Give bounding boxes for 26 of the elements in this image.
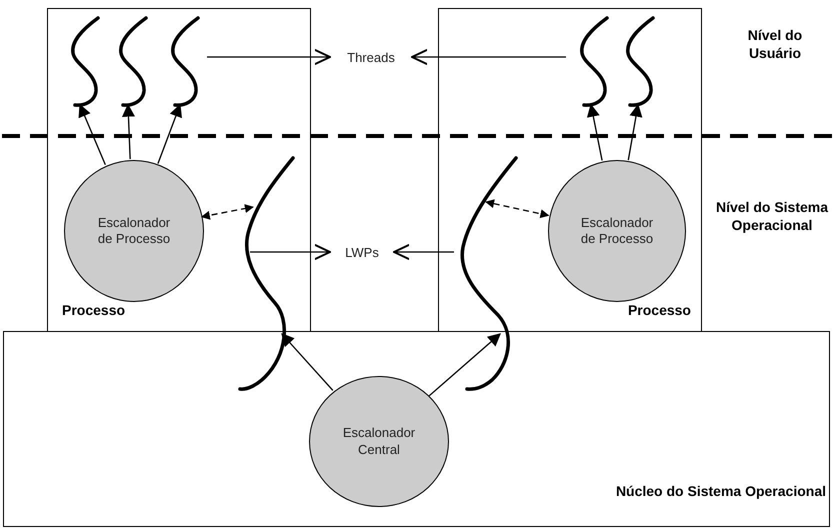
arrow — [122, 104, 135, 160]
arrow — [250, 244, 331, 260]
scheduler-label: Escalonador Central — [342, 425, 416, 458]
level-label: Nível do Usuário — [746, 26, 804, 62]
level-label: Nível do Sistema Operacional — [714, 198, 830, 234]
arrow — [281, 333, 334, 391]
arrow — [207, 48, 331, 66]
process-box — [47, 8, 311, 332]
dashed-arrow — [485, 199, 550, 218]
arrow — [628, 104, 642, 160]
box-title: Processo — [62, 301, 126, 320]
box-title: Processo — [626, 301, 691, 320]
arrow — [428, 333, 501, 396]
arrow — [78, 104, 106, 166]
group-label: Threads — [347, 50, 395, 64]
arrow — [586, 104, 603, 161]
box-title: Núcleo do Sistema Operacional — [614, 482, 826, 500]
scheduler-label: Escalonador de Processo — [96, 214, 172, 248]
arrow — [393, 244, 454, 260]
dashed-arrow — [200, 204, 254, 220]
scheduler-label: Escalonador de Processo — [580, 214, 654, 248]
process-box — [438, 8, 702, 332]
group-label: LWPs — [345, 244, 379, 260]
arrow — [157, 104, 182, 164]
arrow — [411, 48, 566, 66]
kernel-box — [3, 331, 830, 527]
